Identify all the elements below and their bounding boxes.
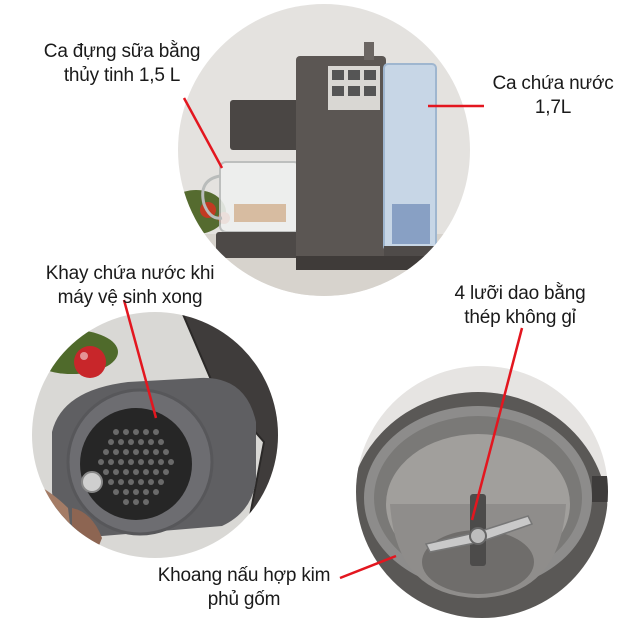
drip-tray-label-line2: máy vệ sinh xong <box>57 287 203 308</box>
drip-tray-photo <box>32 312 278 558</box>
cooking-chamber-photo <box>356 366 608 618</box>
glass-jar-label-line1: Ca đựng sữa bằng <box>43 41 201 62</box>
chamber-label: Khoang nấu hợp kim phủ gốm <box>144 564 344 612</box>
glass-jar-label: Ca đựng sữa bằng thủy tinh 1,5 L <box>34 40 210 88</box>
drip-tray-label: Khay chứa nước khi máy vệ sinh xong <box>28 262 232 310</box>
chamber-label-line1: Khoang nấu hợp kim <box>157 565 331 586</box>
chamber-label-line2: phủ gốm <box>207 589 281 610</box>
glass-jar-label-line2: thủy tinh 1,5 L <box>63 65 181 86</box>
water-tank-label: Ca chứa nước 1,7L <box>478 72 628 120</box>
drip-tray-label-line1: Khay chứa nước khi <box>45 263 215 284</box>
blades-label-line1: 4 lưỡi dao bằng <box>454 283 586 304</box>
water-tank-label-line1: Ca chứa nước <box>492 73 614 94</box>
water-tank-label-line2: 1,7L <box>534 97 572 118</box>
blades-label-line2: thép không gỉ <box>464 307 576 328</box>
machine-overview-photo <box>178 4 470 296</box>
blades-label: 4 lưỡi dao bằng thép không gỉ <box>432 282 608 330</box>
